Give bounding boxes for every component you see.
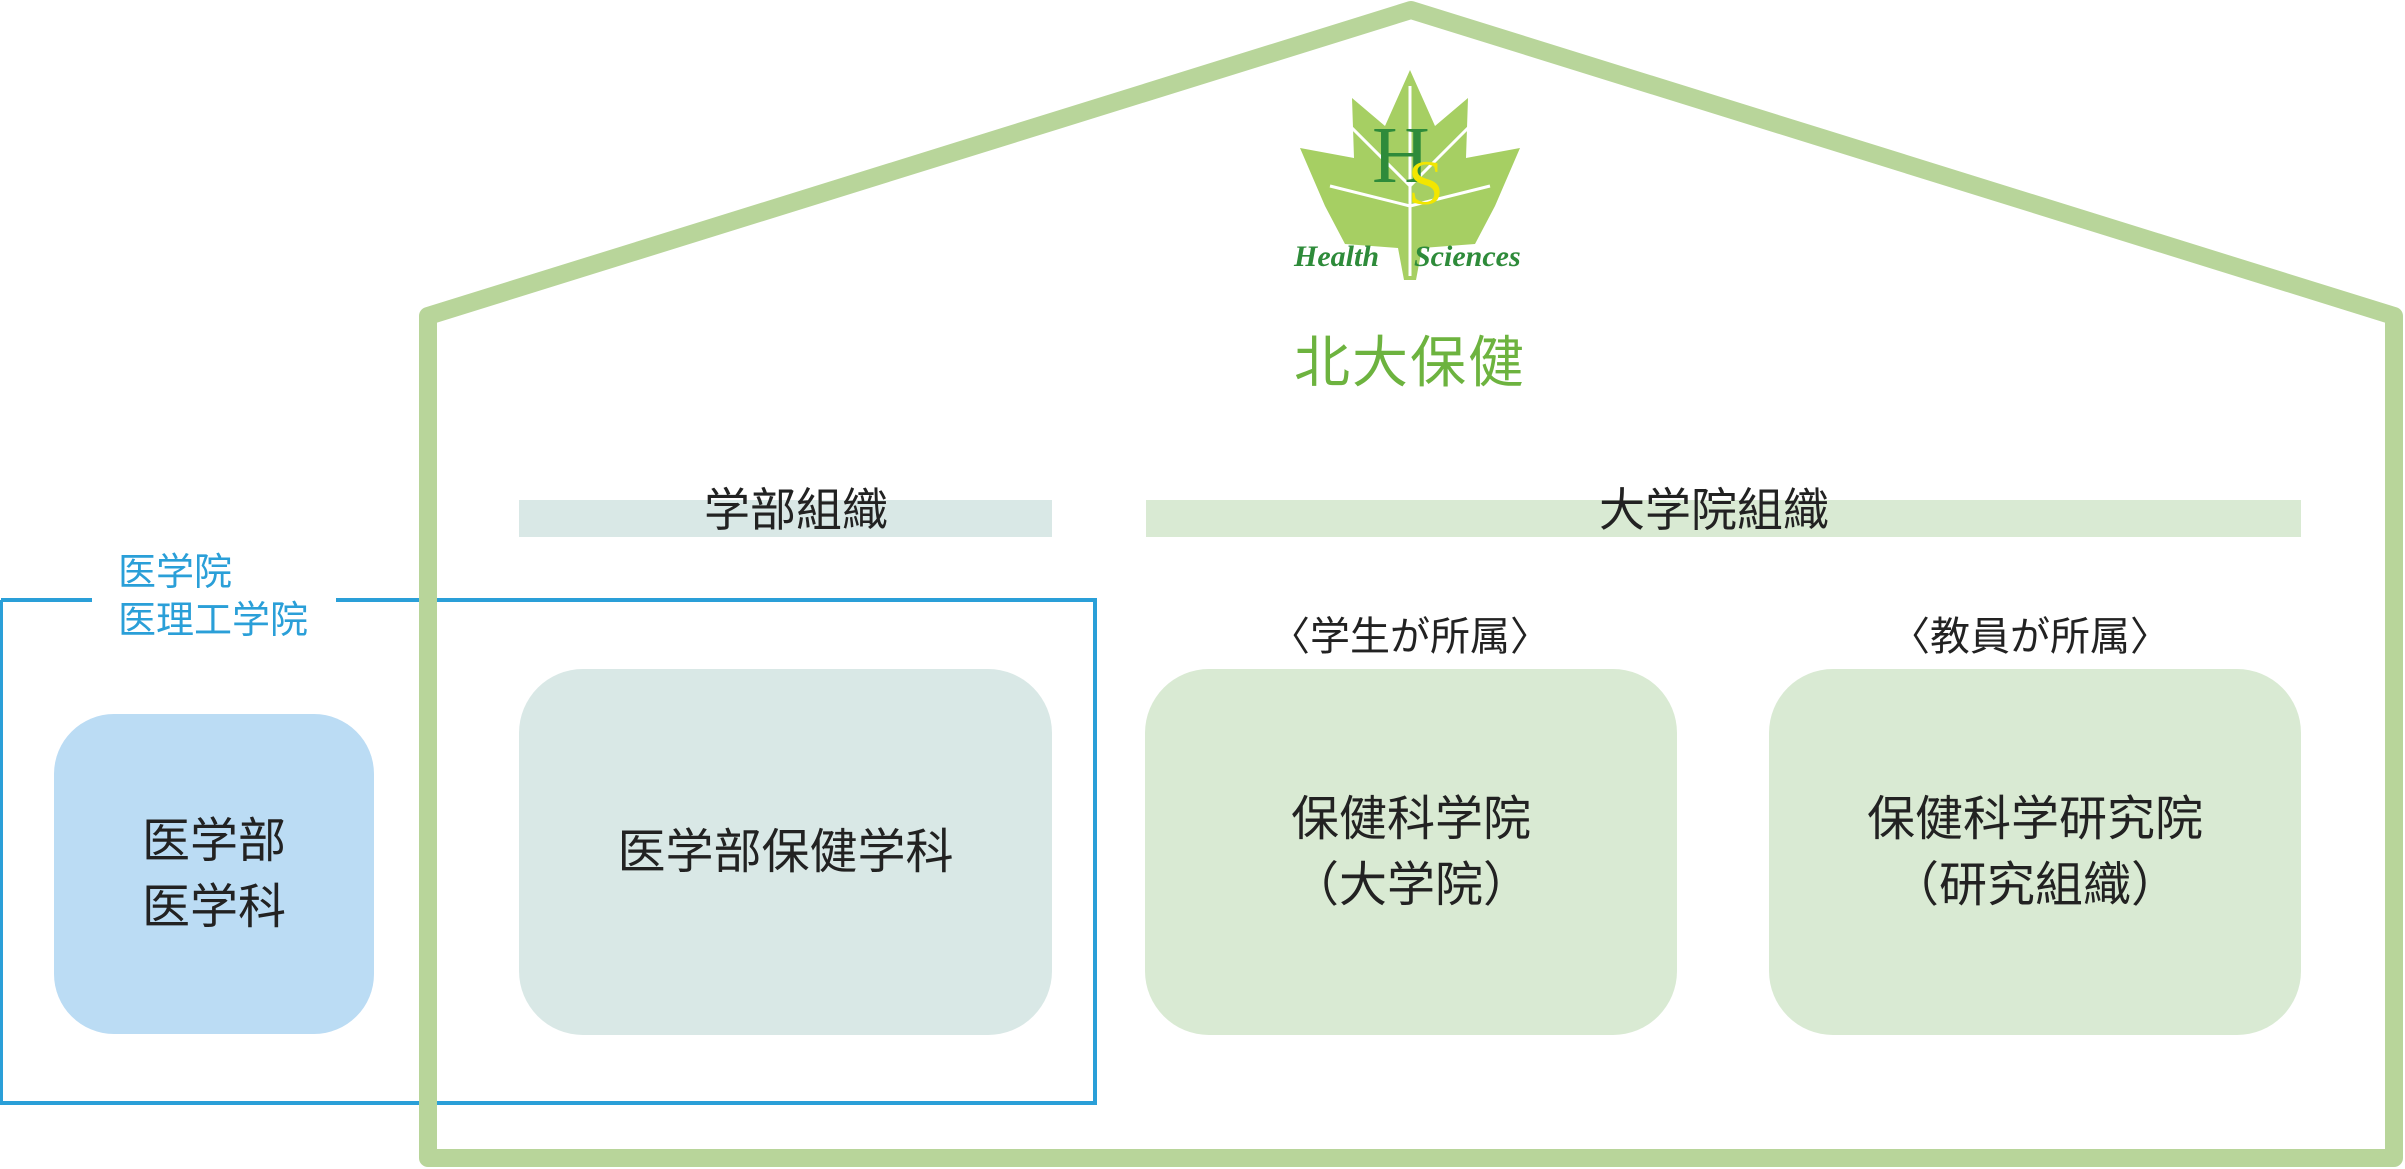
research-faculty-line2: （研究組織）: [1890, 857, 2179, 913]
faculty-belong-heading: 〈教員が所属〉: [1890, 614, 2170, 660]
graduate-school-of-medicine: 医学院: [118, 550, 233, 594]
graduate-heading: 大学院組織: [1599, 483, 1829, 537]
medical-graduate-schools-label: 医学院 医理工学院: [92, 548, 336, 644]
leaf-veins-icon: [1329, 86, 1491, 276]
graduate-school-line1: 保健科学院: [1290, 791, 1531, 847]
students-belong-heading: 〈学生が所属〉: [1270, 614, 1550, 660]
research-faculty-line1: 保健科学研究院: [1866, 791, 2203, 847]
logo-letter-s: S: [1408, 147, 1444, 218]
health-sciences-department-label: 医学部保健学科: [617, 824, 954, 880]
medicine-box-line1: 医学部: [141, 813, 286, 869]
undergraduate-band: 学部組織: [519, 483, 1052, 537]
undergraduate-heading: 学部組織: [704, 483, 888, 537]
graduate-school-box: 保健科学院 （大学院）: [1145, 669, 1677, 1035]
health-sciences-logo: H S Health Sciences: [1293, 70, 1521, 280]
brand-name: 北大保健: [1294, 331, 1526, 396]
health-sciences-department-box: 医学部保健学科: [519, 669, 1052, 1035]
logo-letter-h: H: [1372, 112, 1430, 200]
medicine-box-line2: 医学科: [141, 879, 286, 935]
logo-word-health: Health: [1293, 240, 1379, 273]
research-faculty-box: 保健科学研究院 （研究組織）: [1769, 669, 2301, 1035]
medicine-box: 医学部 医学科: [54, 714, 374, 1034]
logo-word-sciences: Sciences: [1414, 240, 1521, 273]
medical-group-outline: [0, 598, 1097, 1105]
graduate-band: 大学院組織: [1146, 483, 2301, 537]
graduate-school-line2: （大学院）: [1290, 857, 1531, 913]
graduate-school-of-biomedical-science: 医理工学院: [118, 598, 309, 642]
house-shape: [419, 1, 2403, 1167]
